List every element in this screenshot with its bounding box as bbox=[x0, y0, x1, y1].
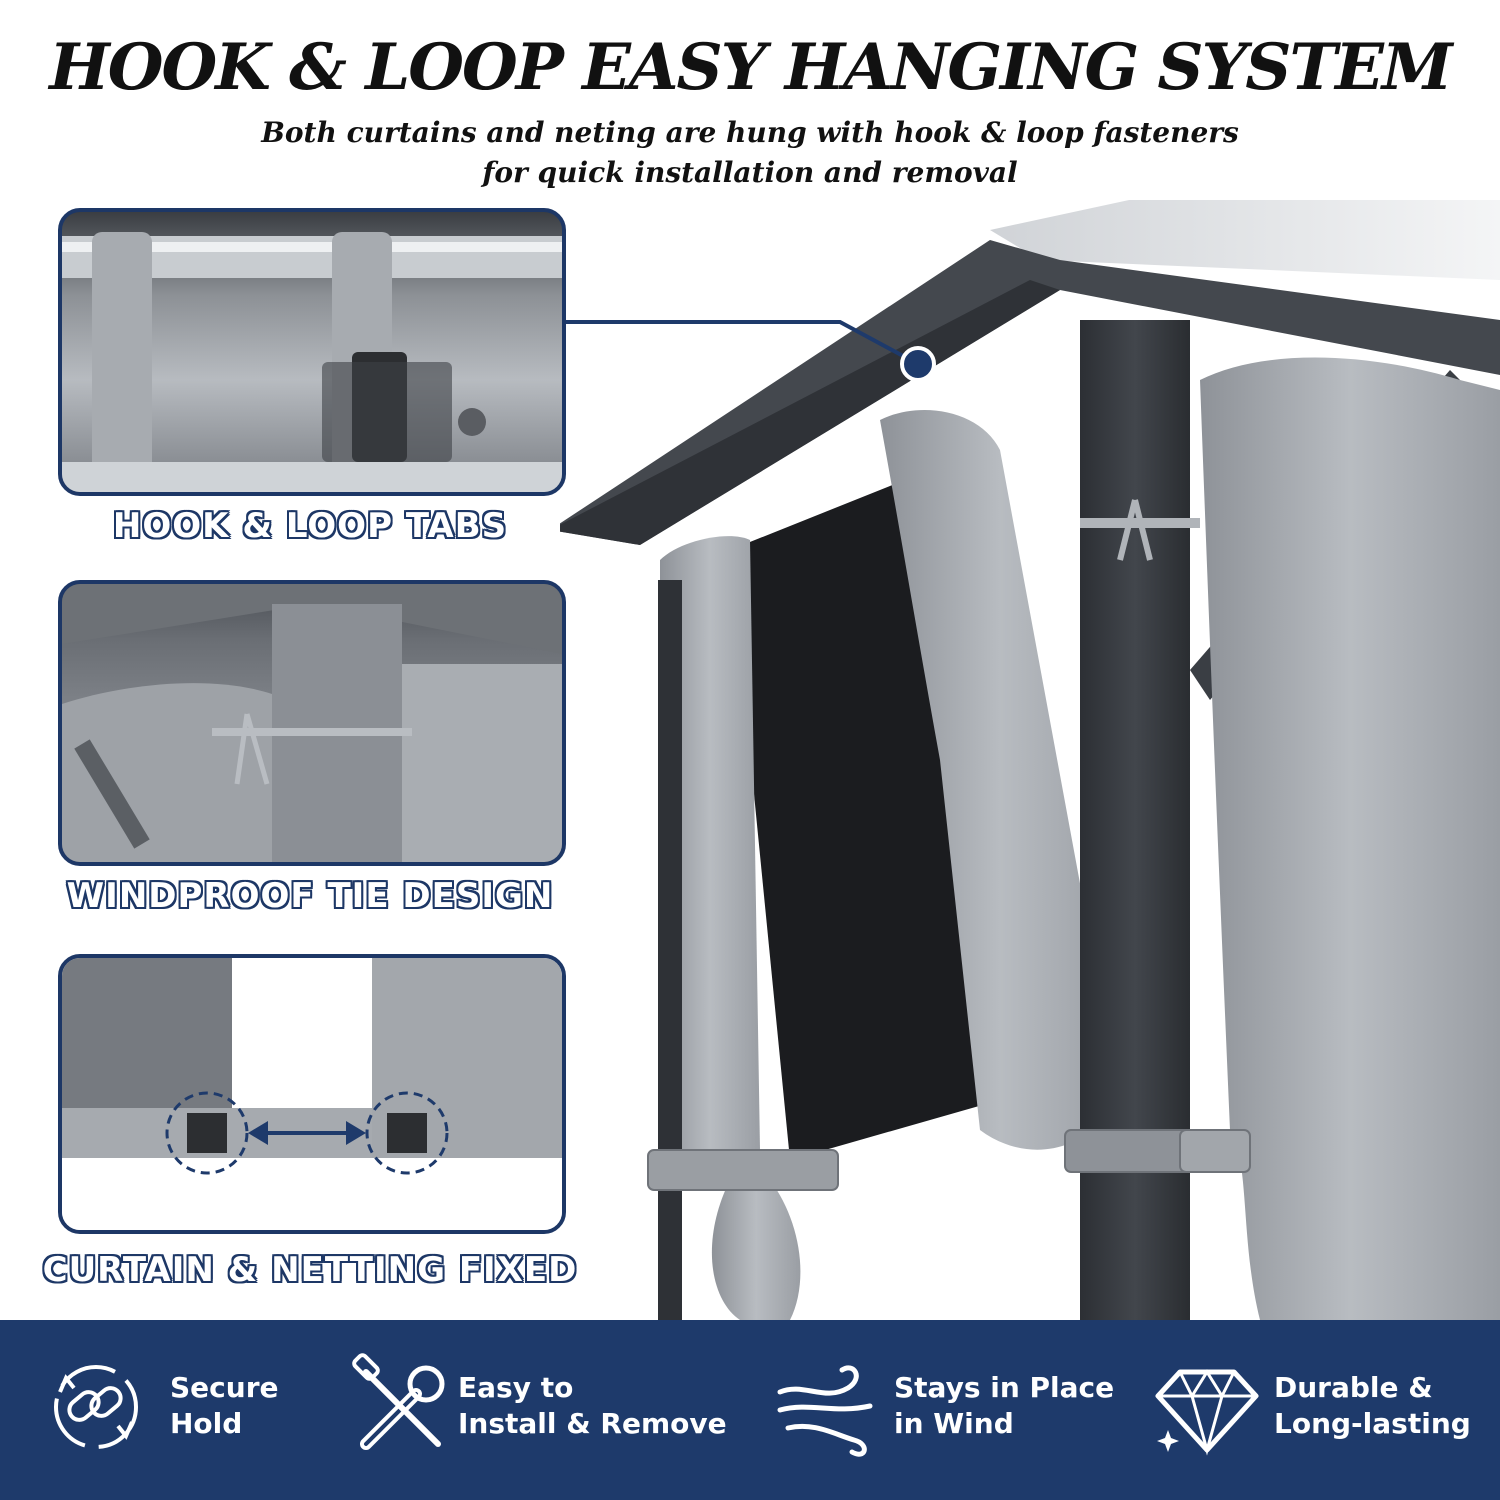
windproof-tie-image bbox=[62, 584, 562, 862]
feature-band bbox=[0, 1320, 1500, 1500]
left-curtain bbox=[660, 536, 760, 1179]
feature-easy-line1: Easy to bbox=[458, 1371, 574, 1404]
detail-panel-curtain-netting bbox=[58, 954, 566, 1234]
feature-wind-line1: Stays in Place bbox=[894, 1371, 1115, 1404]
tie-back-strap-left bbox=[647, 1149, 839, 1191]
feature-durable-line1: Durable & bbox=[1274, 1371, 1433, 1404]
feature-easy-line2: Install & Remove bbox=[458, 1407, 727, 1440]
roof-eave bbox=[560, 240, 1500, 545]
gazebo-illustration bbox=[560, 200, 1500, 1320]
feature-wind-line2: in Wind bbox=[894, 1407, 1014, 1440]
hook-loop-tabs-image bbox=[62, 232, 562, 492]
feature-secure-line2: Hold bbox=[170, 1407, 243, 1440]
page-subtitle-line2: for quick installation and removal bbox=[482, 156, 1018, 189]
diamond-icon bbox=[1155, 1369, 1259, 1456]
panel-label-curtain-netting: CURTAIN & NETTING FIXED bbox=[42, 1250, 578, 1290]
tie-back-strap-right bbox=[1064, 1129, 1191, 1173]
wind-icon bbox=[777, 1365, 873, 1457]
tools-icon bbox=[352, 1353, 445, 1450]
detail-panel-hook-loop bbox=[58, 208, 566, 496]
panel-label-hook-loop: HOOK & LOOP TABS bbox=[112, 506, 508, 546]
roof-panel bbox=[990, 200, 1500, 280]
right-curtain bbox=[1200, 357, 1500, 1320]
page-subtitle-line1: Both curtains and neting are hung with h… bbox=[261, 116, 1239, 149]
feature-durable-line2: Long-lasting bbox=[1274, 1407, 1471, 1440]
page-title: HOOK & LOOP EASY HANGING SYSTEM bbox=[49, 30, 1453, 105]
link-icon bbox=[54, 1365, 138, 1449]
curtain-netting-image bbox=[62, 958, 562, 1230]
detail-panel-windproof-tie bbox=[58, 580, 566, 866]
panel-label-windproof-tie: WINDPROOF TIE DESIGN bbox=[66, 876, 554, 916]
middle-curtain bbox=[880, 410, 1120, 1150]
feature-secure-line1: Secure bbox=[170, 1371, 279, 1404]
